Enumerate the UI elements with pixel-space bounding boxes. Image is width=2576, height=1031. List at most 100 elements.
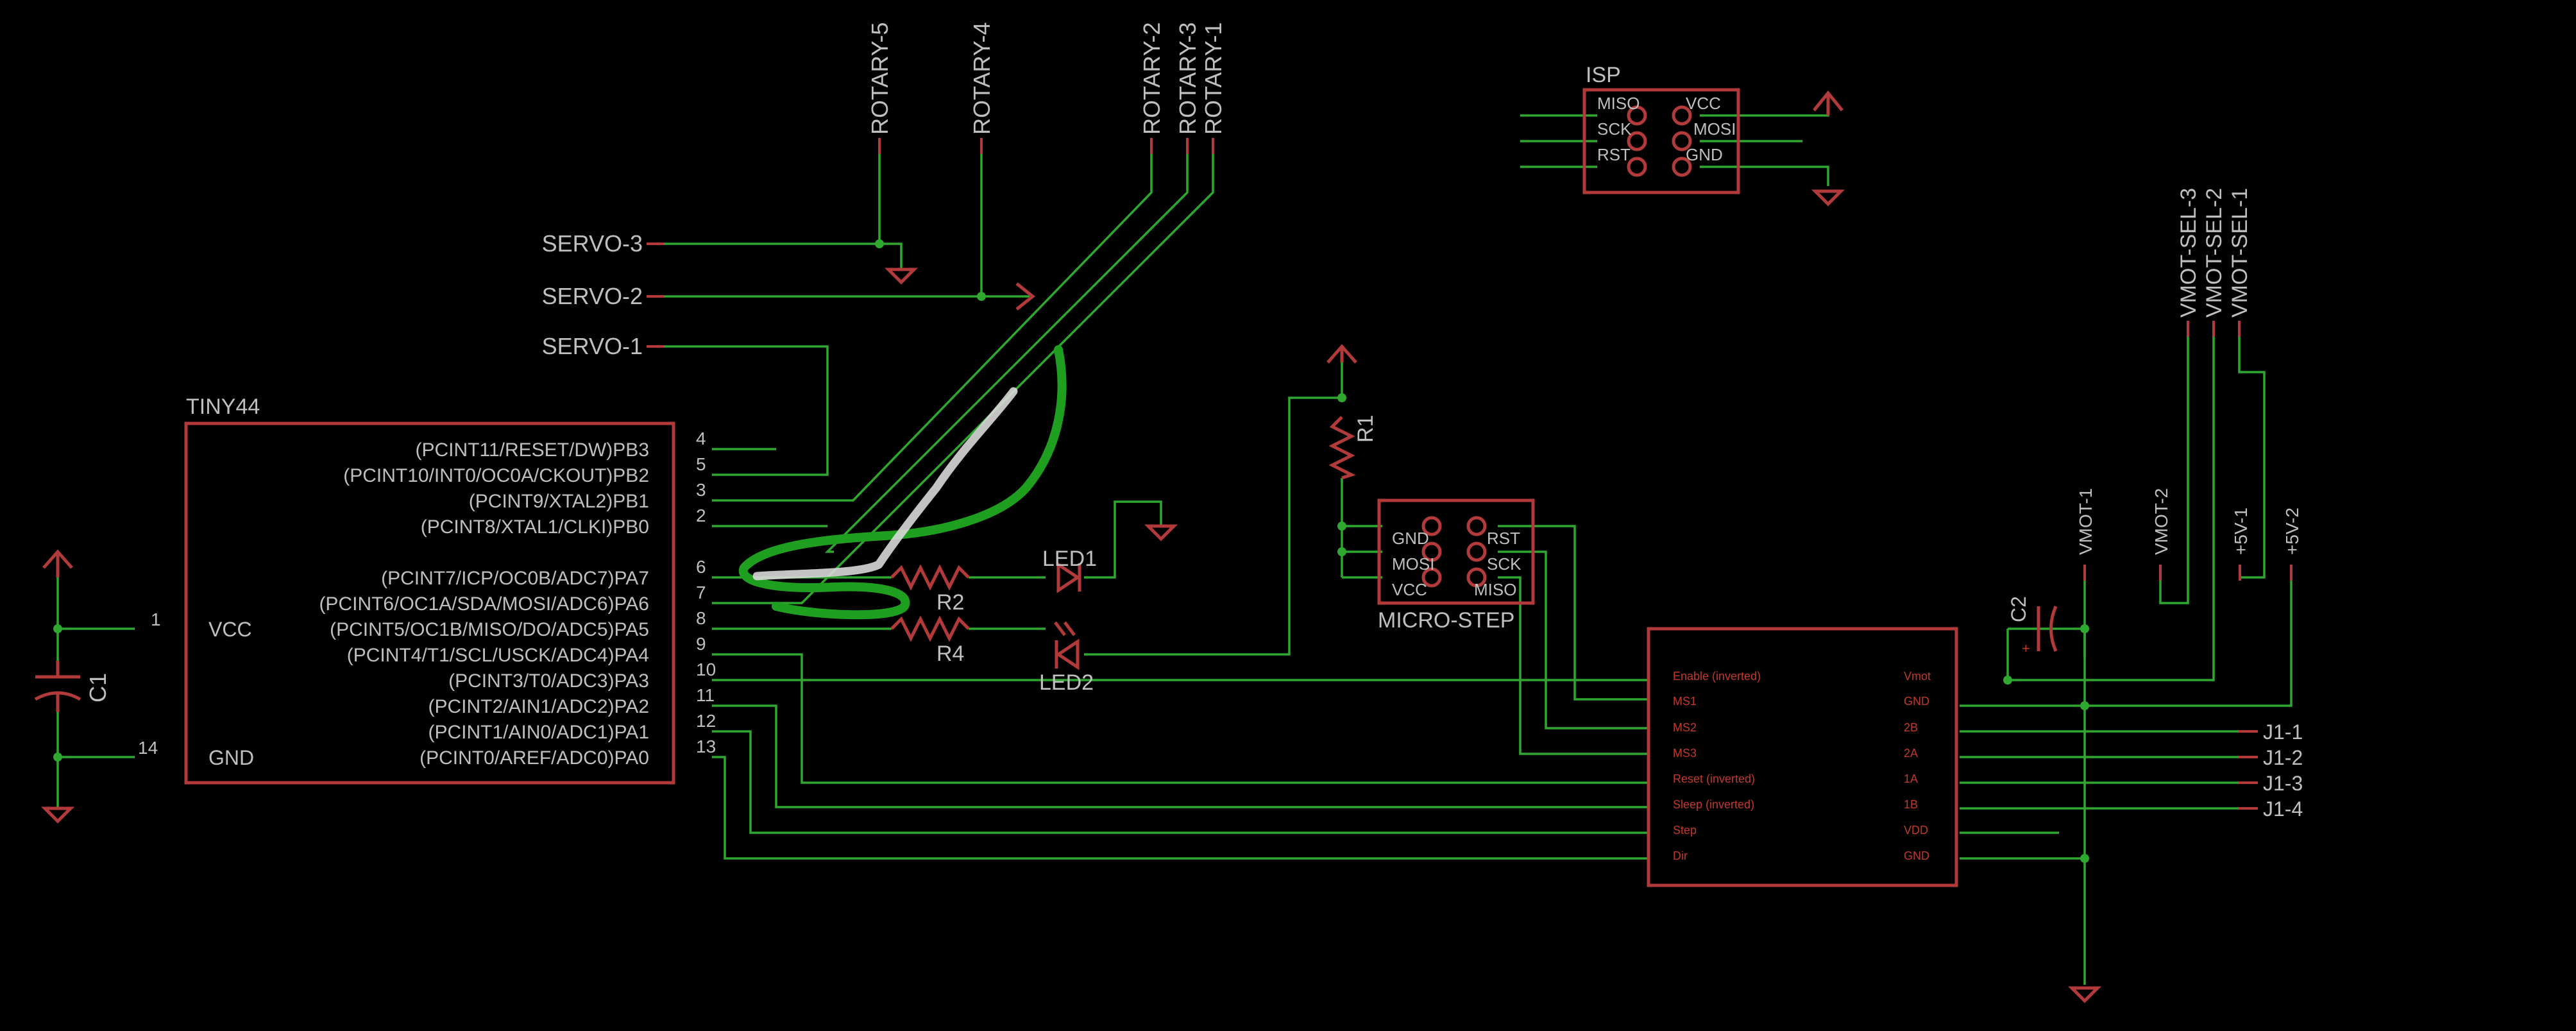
wire-led2-r1 (1084, 396, 1342, 656)
pin-num: 8 (696, 608, 706, 628)
isp-pin-miso: MISO (1597, 94, 1640, 113)
junction (2080, 624, 2089, 633)
tiny44-vcc-label: VCC (208, 618, 252, 641)
pin-pa2: (PCINT2/AIN1/ADC2)PA2 (428, 696, 649, 717)
junction (53, 753, 62, 762)
pin-num: 6 (696, 557, 706, 577)
driver-pin-ms3: MS3 (1673, 747, 1697, 760)
isp-pin-vcc: VCC (1686, 94, 1721, 113)
tiny44-gnd-pin-num: 14 (138, 738, 158, 758)
isp-pin-mosi: MOSI (1693, 119, 1736, 139)
led2-label: LED2 (1039, 670, 1094, 695)
microstep-header[interactable]: GND RST MOSI SCK VCC MISO MICRO-STEP (1377, 498, 1535, 633)
power-select-pins: VMOT-SEL-3 VMOT-SEL-2 VMOT-SEL-1 VMOT-1 … (2076, 188, 2302, 581)
rotary5-label: ROTARY-5 (867, 22, 893, 135)
resistor-r2[interactable]: R2 (890, 564, 970, 615)
tiny44-chip[interactable]: TINY44 VCC GND 1 14 (PCINT11/RESET/DW)PB… (138, 395, 716, 785)
ms-pin-sck: SCK (1487, 554, 1521, 574)
capacitor-c2[interactable]: C2 + (2007, 596, 2058, 656)
led2[interactable]: LED2 (1039, 621, 1094, 695)
tiny44-gnd-label: GND (208, 746, 254, 769)
junction (2003, 676, 2012, 685)
wire-ms-rst (1498, 525, 1648, 701)
c1-label: C1 (85, 673, 111, 703)
resistor-r1[interactable]: R1 (1328, 415, 1378, 480)
gnd-symbol-rail (2067, 986, 2102, 1003)
isp-pin-gnd: GND (1686, 145, 1723, 164)
driver-pin-ms2: MS2 (1673, 721, 1697, 734)
servo3-label: SERVO-3 (542, 230, 643, 257)
driver-left-pins: Enable (inverted) MS1 MS2 MS3 Reset (inv… (1673, 670, 1761, 862)
rotary-connectors: ROTARY-5 ROTARY-4 ROTARY-2 ROTARY-3 ROTA… (867, 22, 1226, 154)
rotary3-label: ROTARY-3 (1174, 22, 1201, 135)
servo2-label: SERVO-2 (542, 283, 643, 309)
gnd-symbol-led1 (1144, 524, 1178, 541)
junction (1337, 393, 1346, 402)
j1-connector: J1-1 J1-2 J1-3 J1-4 (2239, 720, 2303, 821)
isp-pin-sck: SCK (1597, 119, 1632, 139)
pin-pa6: (PCINT6/OC1A/SDA/MOSI/ADC6)PA6 (319, 593, 649, 615)
r1-label: R1 (1353, 415, 1378, 443)
driver-pin-vdd: VDD (1904, 824, 1928, 837)
tiny44-body (184, 422, 675, 785)
pin-pb1: (PCINT9/XTAL2)PB1 (469, 491, 649, 512)
ms-pin-mosi: MOSI (1392, 554, 1434, 574)
tiny44-label: TINY44 (186, 395, 260, 419)
stepper-driver[interactable]: Enable (inverted) MS1 MS2 MS3 Reset (inv… (1647, 627, 1958, 887)
highlight-scribble (738, 345, 1067, 620)
driver-right-pins: Vmot GND 2B 2A 1A 1B VDD GND (1904, 670, 1931, 862)
net-wires (56, 103, 2292, 985)
driver-pin-2a: 2A (1904, 747, 1918, 760)
pin-pb2: (PCINT10/INT0/OC0A/CKOUT)PB2 (343, 465, 649, 486)
servo1-label: SERVO-1 (542, 333, 643, 359)
vmot-sel2-label: VMOT-SEL-2 (2202, 188, 2226, 318)
ms-pin-rst: RST (1487, 529, 1520, 548)
white-scribble (752, 387, 1018, 581)
driver-pin-dir: Dir (1673, 849, 1688, 862)
pin-num: 2 (696, 506, 706, 525)
wire-servo1 (664, 345, 829, 476)
servo-connectors: SERVO-3 SERVO-2 SERVO-1 (542, 230, 664, 359)
junction (1337, 522, 1346, 531)
junction (2080, 854, 2089, 863)
wire-vmot-sel1 (2238, 334, 2266, 579)
power-symbols (40, 90, 2102, 1003)
plus5v2-label: +5V-2 (2282, 507, 2302, 555)
pin-pa5: (PCINT5/OC1B/MISO/DO/ADC5)PA5 (330, 619, 649, 640)
junction (53, 624, 62, 633)
gnd-symbol-c1 (40, 806, 75, 824)
isp-label: ISP (1586, 63, 1621, 87)
wire-pa2 (712, 704, 1648, 808)
j1-3-label: J1-3 (2263, 772, 2303, 795)
wire-rotary2 (712, 151, 1153, 502)
wire-pa4 (712, 653, 1648, 784)
driver-pin-1b: 1B (1904, 798, 1918, 811)
green-scribble (738, 345, 1067, 620)
ms-pin-miso: MISO (1474, 580, 1516, 599)
driver-pin-enable: Enable (inverted) (1673, 670, 1761, 683)
j1-4-label: J1-4 (2263, 797, 2303, 821)
junction-dots (53, 239, 2089, 863)
pin-num: 5 (696, 454, 706, 474)
pin-num: 11 (696, 685, 715, 705)
tiny44-pin-numbers: 4 5 3 2 6 7 8 9 10 11 12 13 (696, 429, 716, 756)
led1[interactable]: LED1 (1042, 547, 1097, 593)
wire-vmot-sel2 (2008, 334, 2215, 681)
arrow-servo2 (1015, 282, 1036, 311)
capacitor-c1[interactable]: C1 (34, 661, 111, 712)
wire-led1-gnd (1084, 500, 1162, 579)
pin-pa0: (PCINT0/AREF/ADC0)PA0 (419, 747, 649, 769)
wire-servo3 (664, 243, 902, 269)
j1-1-label: J1-1 (2263, 720, 2303, 744)
rotary2-label: ROTARY-2 (1139, 22, 1165, 135)
isp-header[interactable]: MISO VCC SCK MOSI RST GND ISP (1582, 63, 1740, 194)
pin-pb0: (PCINT8/XTAL1/CLKI)PB0 (421, 516, 649, 538)
plus5v1-label: +5V-1 (2231, 507, 2251, 555)
resistor-r4[interactable]: R4 (890, 615, 970, 666)
r2-label: R2 (936, 590, 964, 615)
wire-pa1 (712, 730, 1648, 834)
rotary1-label: ROTARY-1 (1200, 22, 1226, 135)
junction (2080, 701, 2089, 710)
